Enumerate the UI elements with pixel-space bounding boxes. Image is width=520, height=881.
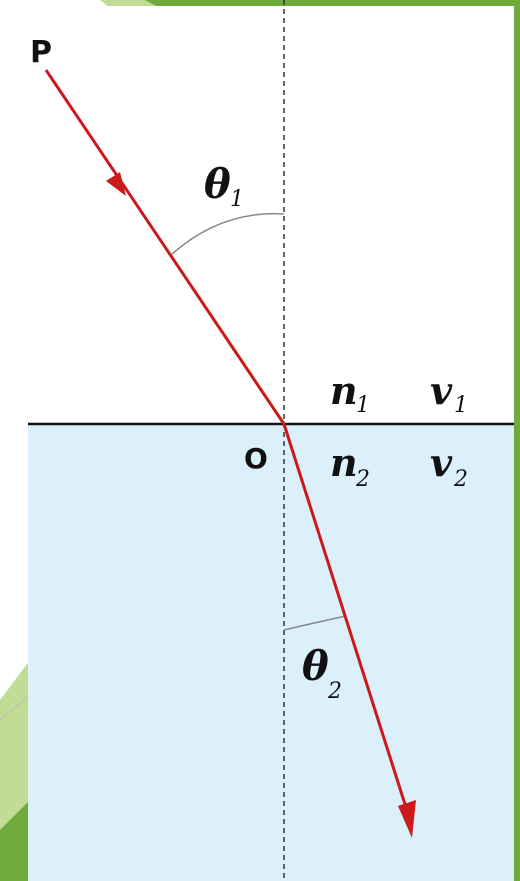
svg-text:2: 2 — [453, 467, 468, 492]
upper-medium — [28, 6, 514, 424]
label-v1: v 1 — [430, 368, 468, 418]
svg-text:v: v — [430, 368, 453, 413]
svg-text:n: n — [330, 368, 358, 413]
label-point-p: P — [30, 35, 52, 70]
lower-medium — [28, 424, 514, 881]
svg-text:v: v — [430, 440, 453, 485]
slide-top-dark-green — [140, 0, 520, 6]
svg-text:2: 2 — [355, 467, 370, 492]
label-theta2: θ 2 — [302, 643, 342, 704]
svg-text:1: 1 — [230, 187, 244, 212]
label-n2: n 2 — [330, 440, 370, 492]
svg-text:n: n — [330, 440, 358, 485]
label-theta1: θ 1 — [204, 161, 244, 212]
slide-bottom-left-dark-green — [0, 800, 30, 881]
svg-text:1: 1 — [454, 393, 468, 418]
svg-text:θ: θ — [302, 643, 329, 690]
refracted-ray — [282, 423, 412, 821]
svg-text:θ: θ — [204, 161, 231, 208]
label-n1: n 1 — [330, 368, 370, 418]
theta1-arc — [171, 212, 285, 255]
label-point-o: O — [244, 442, 268, 475]
theta2-arc — [283, 615, 347, 631]
label-v2: v 2 — [430, 440, 468, 492]
svg-text:2: 2 — [327, 679, 342, 704]
refracted-arrow-icon — [398, 800, 416, 838]
svg-text:1: 1 — [356, 393, 370, 418]
incident-ray — [44, 69, 286, 425]
slide-right-green — [514, 0, 520, 881]
incident-arrow-icon — [106, 172, 126, 196]
